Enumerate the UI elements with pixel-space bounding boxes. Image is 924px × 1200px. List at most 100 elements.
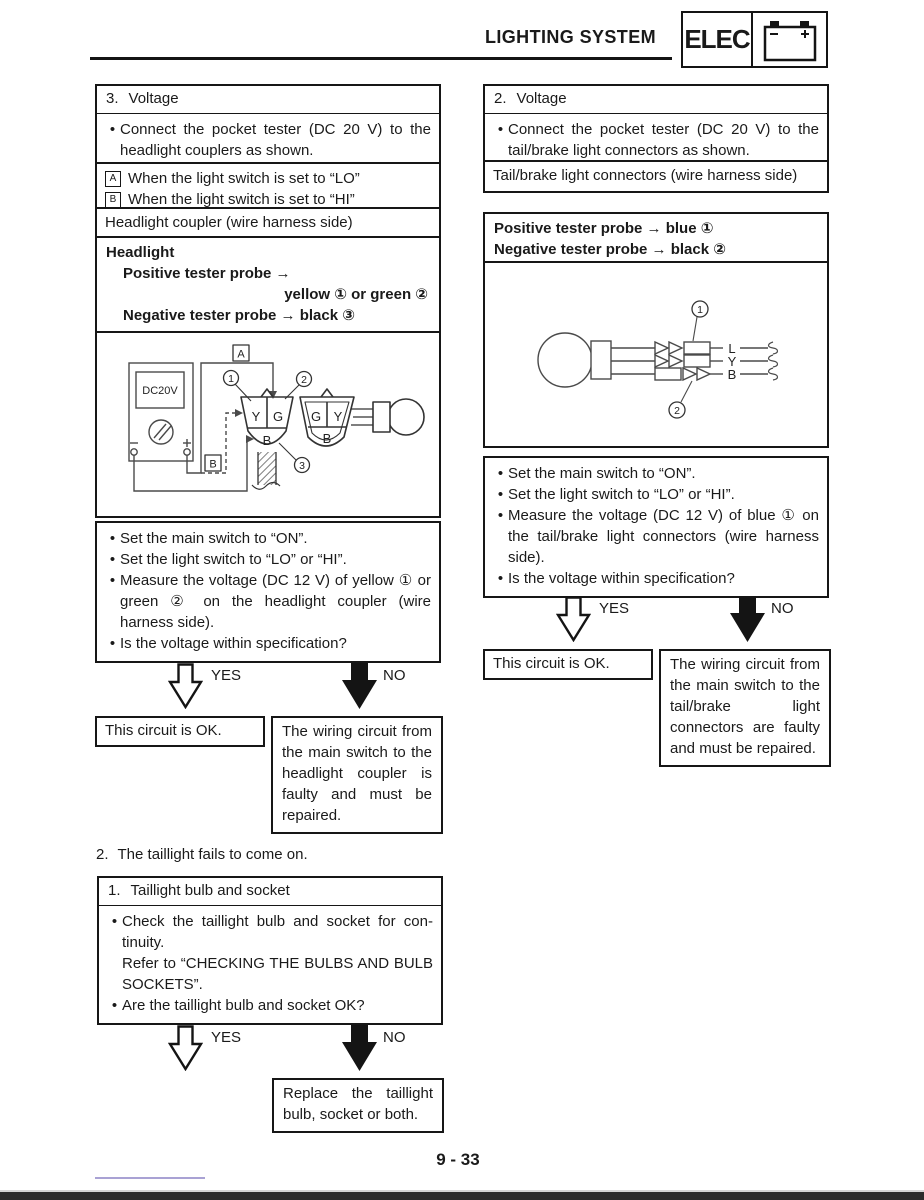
probe-line: Negative tester probe → black ② [494,241,726,258]
step-number: 2. [494,90,507,107]
check-text: Set the light switch to “LO” or “HI”. [120,551,347,568]
tail-bulb-icon [537,332,593,388]
check-text: Check the taillight bulb and socket for … [122,913,433,951]
list-item: •Connect the pocket tester (DC 20 V) to … [105,119,431,161]
list-item: •Set the light switch to “LO” or “HI”. [105,549,431,570]
list-item: •Set the main switch to “ON”. [493,463,819,484]
check-text: Measure the voltage (DC 12 V) of blue ① … [508,507,819,566]
yes-label: YES [599,600,630,617]
step-name: Voltage [516,90,567,107]
list-item: •Set the light switch to “LO” or “HI”. [493,484,819,505]
list-item: •Is the voltage within specification? [105,633,431,654]
callout-3-icon [293,456,311,474]
probe-line: Positive tester probe → blue ① [494,220,714,237]
left-checks: •Set the main switch to “ON”. •Set the l… [97,523,439,661]
check-text: Are the taillight bulb and socket OK? [122,997,365,1014]
bullet-dot: • [109,551,116,568]
left-flow-arrows: YES NO [95,663,441,711]
elec-tag-box: ELEC [681,11,828,68]
headlight-coupler-bulb-icon [299,396,355,447]
no-label: NO [383,667,406,684]
pin-label: Y [334,409,343,424]
taillight-section-heading: 2. The taillight fails to come on. [96,846,308,863]
headlight-bulb-icon [387,398,425,436]
pin-label: Y [252,409,261,424]
probe-line: Positive tester probe → [123,265,291,282]
callout-1: 1 [697,304,703,316]
check-text: Set the main switch to “ON”. [120,530,308,547]
bullet-dot: • [497,465,504,482]
callout-1: 1 [228,373,234,385]
no-arrow-icon [342,663,377,709]
probe-line: Negative tester probe → black ③ [123,307,355,324]
taillight-replace-box: Replace the taillight bulb, socket or bo… [272,1078,444,1133]
left-probe-box: Headlight Positive tester probe → yellow… [95,236,441,334]
list-item: •Measure the voltage (DC 12 V) of yellow… [105,570,431,633]
callout-1-icon [691,300,709,318]
label-b-box [204,454,222,472]
check-text: Measure the voltage (DC 12 V) of yellow … [120,572,431,631]
right-step-box: 2. Voltage •Connect the pocket tester (D… [483,84,829,170]
bottom-bar [0,1190,924,1200]
label-a: A [237,349,245,361]
pin-label: B [263,433,272,448]
headlight-diagram-svg: DC20V A B 1 2 3 Y G B G Y B [128,344,425,492]
left-step-box: 3. Voltage •Connect the pocket tester (D… [95,84,441,170]
boxed-letter-b: B [105,192,121,208]
bullet-dot: • [111,913,118,930]
list-item: Refer to “CHECKING THE BULBS AND BULB SO… [107,953,433,995]
bullet-dot: • [109,530,116,547]
wire-label: Y [728,354,737,369]
callout-3: 3 [299,460,305,472]
taillight-bullets: •Check the taillight bulb and socket for… [99,906,441,1023]
title-rule [90,57,672,60]
positive-probe-wire [186,362,274,474]
label-a-box [232,344,250,362]
bullet-dot: • [109,572,116,589]
right-flow-arrows: YES NO [483,596,829,644]
taillight-wiring-diagram: 1 2 L Y B [483,261,829,448]
boot-hatch [258,452,276,485]
yes-label: YES [211,667,242,684]
step-name: Voltage [128,90,179,107]
step-name: Taillight bulb and socket [130,882,290,899]
boxed-letter-a: A [105,171,121,187]
heading-text: The taillight fails to come on. [117,846,308,863]
no-label: NO [771,600,794,617]
list-item: •Connect the pocket tester (DC 20 V) to … [493,119,819,161]
check-text: Is the voltage within specification? [508,570,735,587]
yes-arrow-icon [168,663,203,709]
bullet-text: Connect the pocket tester (DC 20 V) to t… [508,121,819,159]
taillight-check-box: 1. Taillight bulb and socket •Check the … [97,876,443,1025]
left-step-bullets: •Connect the pocket tester (DC 20 V) to … [97,114,439,168]
bullet-dot: • [109,635,116,652]
step-number: 1. [108,882,121,899]
right-checks: •Set the main switch to “ON”. •Set the l… [485,458,827,596]
right-checks-box: •Set the main switch to “ON”. •Set the l… [483,456,829,598]
label-b: B [209,459,216,471]
left-coupler-label-box: Headlight coupler (wire harness side) [95,207,441,240]
left-checks-box: •Set the main switch to “ON”. •Set the l… [95,521,441,663]
taillight-diagram-svg: 1 2 L Y B [537,300,779,419]
note-row: A When the light switch is set to “LO” [105,168,431,189]
bullet-dot: • [497,507,504,524]
wire-break-icon [767,341,779,355]
right-step-bullets: •Connect the pocket tester (DC 20 V) to … [485,114,827,168]
negative-probe-wire [133,439,248,492]
page-title: LIGHTING SYSTEM [484,27,656,47]
heading-number: 2. [96,846,109,863]
left-ok-box: This circuit is OK. [95,716,265,747]
wire-break-icon [767,367,779,381]
callout-2: 2 [301,374,307,386]
probe-line: yellow ① or green ② [284,286,428,303]
headlight-coupler-harness-icon [240,396,294,445]
bullet-dot: • [111,997,118,1014]
list-item: •Is the voltage within specification? [493,568,819,589]
callout-2-icon [668,401,686,419]
yes-arrow-icon [168,1025,203,1071]
pocket-tester-icon [128,362,194,462]
battery-icon [753,13,826,66]
footer-accent-line [95,1177,205,1179]
note-text: When the light switch is set to “HI” [128,191,355,208]
list-item: •Are the taillight bulb and socket OK? [107,995,433,1016]
